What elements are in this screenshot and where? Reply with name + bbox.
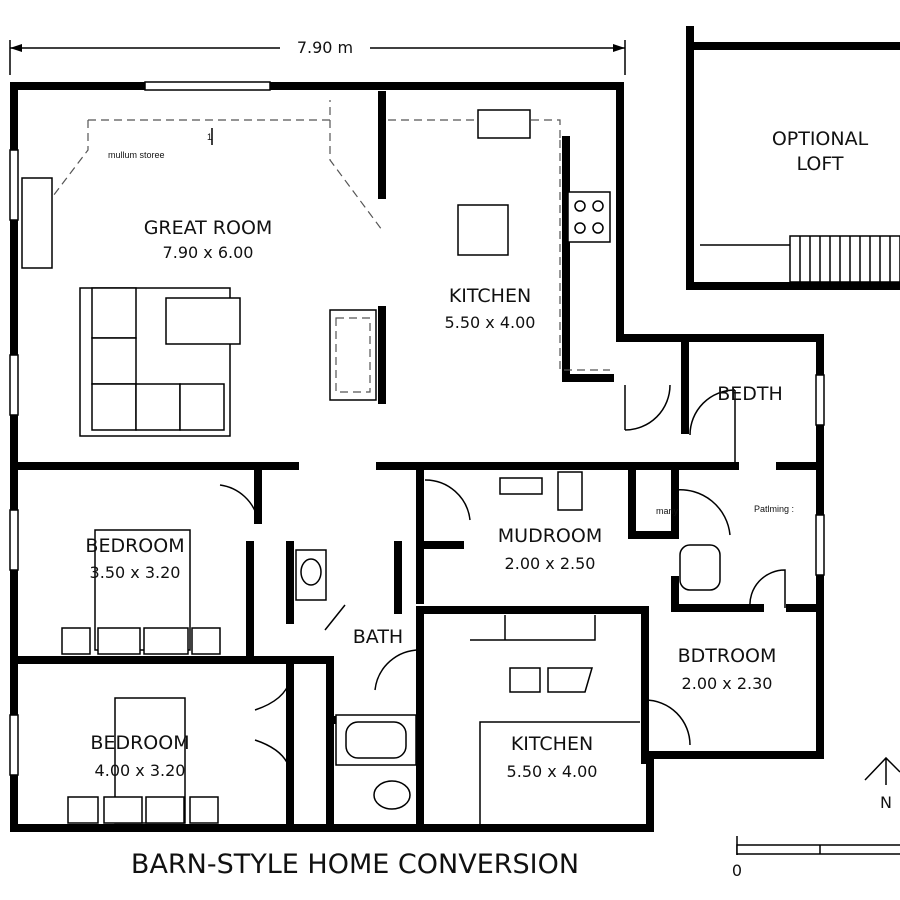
note-many: many bbox=[656, 506, 679, 516]
room-size: 2.00 x 2.30 bbox=[682, 674, 773, 693]
coffee-table bbox=[165, 297, 241, 345]
room-size: 7.90 x 6.00 bbox=[163, 243, 254, 262]
room-name: BEDROOM bbox=[85, 535, 184, 557]
room-size: 5.50 x 4.00 bbox=[507, 762, 598, 781]
plan-title: BARN-STYLE HOME CONVERSION bbox=[131, 849, 579, 880]
stairs bbox=[789, 235, 900, 283]
stove bbox=[567, 191, 611, 243]
overall-dimension-label: 7.90 m bbox=[297, 38, 353, 57]
loft-label: LOFT bbox=[796, 153, 843, 175]
room-name: KITCHEN bbox=[449, 285, 531, 307]
svg-text:0: 0 bbox=[732, 861, 742, 880]
room-size: 5.50 x 4.00 bbox=[445, 313, 536, 332]
note-patlming: Patlming : bbox=[754, 504, 794, 514]
doors bbox=[219, 384, 786, 771]
optional-loft: OPTIONAL LOFT bbox=[686, 26, 900, 290]
room-name: GREAT ROOM bbox=[144, 217, 273, 239]
room-name: BEDTH bbox=[717, 383, 783, 405]
room-name: MUDROOM bbox=[498, 525, 602, 547]
room-labels: GREAT ROOM 7.90 x 6.00 KITCHEN 5.50 x 4.… bbox=[85, 132, 794, 781]
room-size: 2.00 x 2.50 bbox=[505, 554, 596, 573]
room-name: BEDROOM bbox=[90, 732, 189, 754]
north-arrow: N bbox=[864, 756, 900, 812]
svg-text:N: N bbox=[880, 793, 892, 812]
windows bbox=[9, 149, 825, 776]
dimension-line: 7.90 m bbox=[9, 38, 626, 75]
storage-note: mullum storee bbox=[108, 150, 165, 160]
toilet bbox=[373, 780, 411, 810]
room-name: BDTROOM bbox=[678, 645, 777, 667]
walls bbox=[10, 81, 824, 832]
room-name: KITCHEN bbox=[511, 733, 593, 755]
room-size: 3.50 x 3.20 bbox=[90, 563, 181, 582]
scale-bar: 0 bbox=[732, 836, 900, 880]
stair-number: 1 bbox=[207, 132, 212, 142]
room-size: 4.00 x 3.20 bbox=[95, 761, 186, 780]
kitchen-sink bbox=[477, 109, 531, 139]
furniture bbox=[21, 100, 721, 825]
toilet bbox=[679, 544, 721, 591]
loft-label: OPTIONAL bbox=[772, 128, 869, 150]
kitchen-island bbox=[457, 204, 509, 256]
room-name: BATH bbox=[353, 626, 403, 648]
